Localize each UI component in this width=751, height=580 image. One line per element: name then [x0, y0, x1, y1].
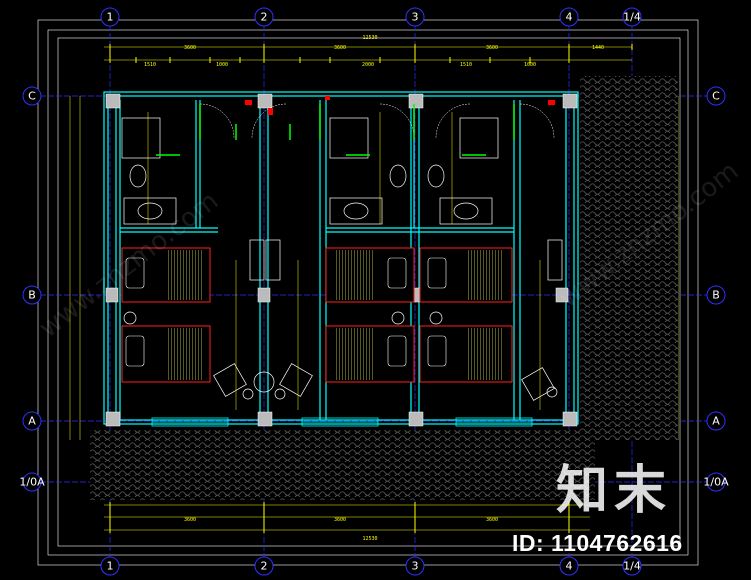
svg-text:3600: 3600 — [486, 45, 498, 51]
grid-bubble-top-4: 1/4 — [622, 7, 642, 27]
grid-bubble-left-1: B — [22, 285, 42, 305]
grid-bubble-top-3: 4 — [559, 7, 579, 27]
dimension-ticks — [109, 44, 633, 533]
grid-bubble-right-1: B — [706, 285, 726, 305]
interior-dims — [147, 112, 541, 410]
grid-label: C — [28, 90, 36, 103]
grid-bubbles-right: C B A 1/0A — [703, 86, 729, 492]
grid-label: 3 — [412, 560, 419, 573]
grid-label: 2 — [261, 11, 268, 24]
grid-bubble-top-2: 3 — [405, 7, 425, 27]
svg-text:1510: 1510 — [460, 62, 472, 68]
grid-label: 1 — [107, 560, 114, 573]
svg-text:1440: 1440 — [592, 45, 604, 51]
watermark-logo: 知末 — [556, 461, 673, 521]
beds — [121, 247, 513, 383]
svg-text:3600: 3600 — [486, 517, 498, 523]
grid-label: 4 — [566, 560, 573, 573]
grid-bubble-bottom-0: 1 — [100, 556, 120, 576]
dimension-text: 12530 3600 3600 3600 1440 1510 1000 2000… — [144, 35, 604, 542]
windows — [151, 417, 533, 427]
grid-label: A — [28, 415, 36, 428]
grid-label: 3 — [412, 11, 419, 24]
grid-label: 1/0A — [703, 476, 729, 489]
svg-text:2000: 2000 — [362, 62, 374, 68]
pillows — [125, 257, 447, 367]
grid-bubble-left-0: C — [22, 86, 42, 106]
svg-text:3600: 3600 — [184, 517, 196, 523]
door-swings — [199, 103, 555, 139]
grid-bubble-right-0: C — [706, 86, 726, 106]
grid-bubbles-top: 1 2 3 4 1/4 — [100, 7, 642, 27]
grid-bubble-left-3: 1/0A — [19, 472, 45, 492]
svg-text:3600: 3600 — [334, 45, 346, 51]
door-panels — [156, 104, 515, 156]
roof-tiles-right — [580, 76, 678, 440]
roof-tiles-bottom — [90, 430, 595, 500]
grid-bubble-bottom-1: 2 — [254, 556, 274, 576]
grid-label: A — [712, 415, 720, 428]
grid-bubble-bottom-2: 3 — [405, 556, 425, 576]
grid-label: B — [28, 289, 36, 302]
grid-label: 2 — [261, 560, 268, 573]
svg-text:12530: 12530 — [362, 35, 377, 41]
grid-label: 1 — [107, 11, 114, 24]
bathroom-fixtures — [121, 117, 499, 225]
grid-bubbles-left: C B A 1/0A — [19, 86, 45, 492]
watermark-id: ID: 1104762616 — [512, 530, 683, 556]
svg-text:3600: 3600 — [334, 517, 346, 523]
grid-label: 1/0A — [19, 476, 45, 489]
grid-label: B — [712, 289, 720, 302]
grid-label: 1/4 — [623, 560, 641, 573]
svg-text:12530: 12530 — [362, 536, 377, 542]
grid-label: C — [712, 90, 720, 103]
red-markers — [245, 96, 555, 115]
svg-text:1000: 1000 — [216, 62, 228, 68]
grid-bubble-bottom-3: 4 — [559, 556, 579, 576]
grid-bubble-right-3: 1/0A — [703, 472, 729, 492]
grid-bubble-top-0: 1 — [100, 7, 120, 27]
grid-bubble-left-2: A — [22, 411, 42, 431]
grid-label: 4 — [566, 11, 573, 24]
grid-bubbles-bottom: 1 2 3 4 1/4 — [100, 556, 642, 576]
grid-bubble-bottom-4: 1/4 — [622, 556, 642, 576]
svg-text:1000: 1000 — [524, 62, 536, 68]
grid-bubble-right-2: A — [706, 411, 726, 431]
grid-label: 1/4 — [623, 11, 641, 24]
svg-text:1510: 1510 — [144, 62, 156, 68]
svg-text:3600: 3600 — [184, 45, 196, 51]
grid-bubble-top-1: 2 — [254, 7, 274, 27]
